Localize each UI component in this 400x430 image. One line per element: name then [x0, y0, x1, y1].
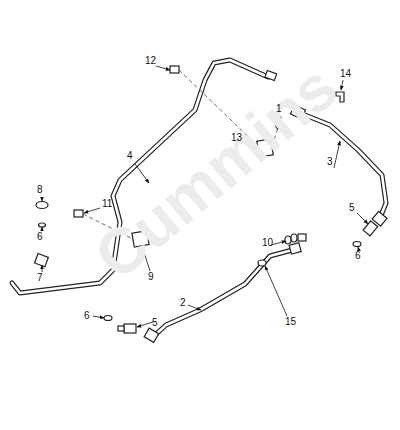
o-ring-6-right — [353, 242, 361, 247]
callout-number: 8 — [37, 184, 43, 196]
callout-number: 12 — [145, 55, 156, 67]
callout-number: 6 — [37, 231, 43, 243]
o-ring-8 — [36, 202, 48, 209]
seal-10 — [285, 236, 291, 244]
elbow-fitting-2 — [144, 328, 159, 342]
callout-number: 10 — [262, 237, 273, 249]
callout-number: 5 — [152, 317, 158, 329]
callout-number: 4 — [127, 150, 133, 162]
callout-number: 6 — [84, 310, 90, 322]
callout-number: 15 — [285, 316, 296, 328]
callout-number: 11 — [102, 198, 112, 210]
connector-5-right — [363, 221, 378, 236]
banjo-10 — [298, 234, 306, 241]
bolt-11 — [74, 210, 83, 217]
tube-nut-2 — [289, 243, 301, 254]
callout-number: 5 — [349, 202, 355, 214]
bolt-12 — [170, 66, 179, 73]
nut-7 — [35, 254, 49, 267]
o-ring-6-top — [39, 223, 46, 227]
callout-number: 9 — [148, 271, 154, 283]
callout-number: 1 — [276, 103, 282, 115]
o-ring-6-left — [104, 316, 112, 321]
callout-number: 2 — [180, 297, 186, 309]
watermark: Cummins — [84, 54, 349, 290]
callout-number: 6 — [355, 250, 361, 262]
callout-number: 7 — [37, 272, 43, 284]
ring-15 — [258, 260, 266, 266]
callout-number: 13 — [231, 132, 242, 144]
callout-number: 3 — [327, 156, 333, 168]
callout-number: 14 — [340, 68, 351, 80]
seal-10 — [291, 234, 297, 242]
fuel-tube-2 — [154, 249, 296, 336]
connector-5-left — [124, 324, 136, 333]
